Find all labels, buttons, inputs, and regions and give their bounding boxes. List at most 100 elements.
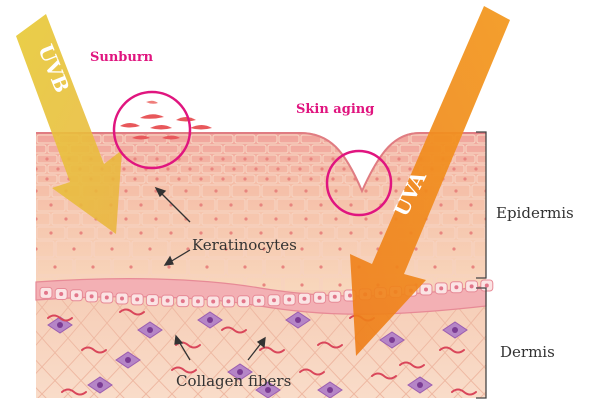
cell-nucleus bbox=[463, 157, 466, 160]
cell-nucleus bbox=[281, 265, 284, 268]
basal-nucleus bbox=[287, 298, 291, 302]
cell-nucleus bbox=[229, 203, 232, 206]
sunburn-label: Sunburn bbox=[90, 50, 154, 65]
fibroblast-nucleus bbox=[417, 382, 423, 388]
cell-nucleus bbox=[199, 231, 202, 234]
cell-nucleus bbox=[298, 167, 301, 170]
cell-nucleus bbox=[353, 157, 356, 160]
cell-nucleus bbox=[188, 167, 191, 170]
cell-nucleus bbox=[300, 247, 303, 250]
cell-nucleus bbox=[49, 203, 52, 206]
cell-nucleus bbox=[45, 177, 48, 180]
cell-nucleus bbox=[349, 231, 352, 234]
cell-nucleus bbox=[309, 157, 312, 160]
cell-nucleus bbox=[214, 217, 217, 220]
basal-nucleus bbox=[166, 299, 170, 303]
basal-nucleus bbox=[90, 294, 94, 298]
cell-nucleus bbox=[287, 157, 290, 160]
basal-nucleus bbox=[272, 298, 276, 302]
cell-nucleus bbox=[199, 157, 202, 160]
cell-nucleus bbox=[338, 247, 341, 250]
fibroblast-nucleus bbox=[97, 382, 103, 388]
cell-nucleus bbox=[124, 189, 127, 192]
fibroblast-nucleus bbox=[295, 317, 301, 323]
cell-nucleus bbox=[129, 265, 132, 268]
cell-nucleus bbox=[56, 167, 59, 170]
cell-nucleus bbox=[320, 167, 323, 170]
basal-nucleus bbox=[120, 296, 124, 300]
cell-nucleus bbox=[490, 247, 493, 250]
cell-nucleus bbox=[221, 157, 224, 160]
cell-nucleus bbox=[169, 231, 172, 234]
basal-nucleus bbox=[196, 299, 200, 303]
cell-nucleus bbox=[276, 167, 279, 170]
cell-nucleus bbox=[34, 217, 37, 220]
skin-aging-label: Skin aging bbox=[296, 102, 374, 117]
basal-nucleus bbox=[424, 287, 428, 291]
cell-nucleus bbox=[184, 189, 187, 192]
cell-nucleus bbox=[210, 167, 213, 170]
basal-nucleus bbox=[318, 296, 322, 300]
collagen-fiber bbox=[582, 300, 595, 400]
cell-nucleus bbox=[274, 189, 277, 192]
cell-nucleus bbox=[139, 203, 142, 206]
cell-nucleus bbox=[148, 247, 151, 250]
cell-nucleus bbox=[259, 231, 262, 234]
basal-nucleus bbox=[105, 295, 109, 299]
cell-nucleus bbox=[232, 167, 235, 170]
fibroblast-nucleus bbox=[207, 317, 213, 323]
cell-nucleus bbox=[397, 157, 400, 160]
collagen-fiber bbox=[556, 300, 595, 400]
basal-nucleus bbox=[439, 286, 443, 290]
cell-nucleus bbox=[122, 167, 125, 170]
cell-nucleus bbox=[364, 167, 367, 170]
cell-nucleus bbox=[79, 231, 82, 234]
basal-nucleus bbox=[242, 299, 246, 303]
cell-nucleus bbox=[452, 167, 455, 170]
cell-nucleus bbox=[265, 157, 268, 160]
basal-nucleus bbox=[454, 285, 458, 289]
cell-nucleus bbox=[289, 203, 292, 206]
cell-nucleus bbox=[243, 265, 246, 268]
cell-nucleus bbox=[375, 177, 378, 180]
cell-nucleus bbox=[214, 189, 217, 192]
cell-nucleus bbox=[72, 247, 75, 250]
cell-nucleus bbox=[349, 203, 352, 206]
keratinocytes-label: Keratinocytes bbox=[192, 236, 297, 254]
basal-nucleus bbox=[302, 297, 306, 301]
cell-nucleus bbox=[287, 177, 290, 180]
basal-nucleus bbox=[226, 299, 230, 303]
cell-nucleus bbox=[155, 177, 158, 180]
basal-nucleus bbox=[348, 294, 352, 298]
cell-nucleus bbox=[155, 157, 158, 160]
cell-nucleus bbox=[274, 217, 277, 220]
cell-nucleus bbox=[45, 157, 48, 160]
cell-nucleus bbox=[364, 217, 367, 220]
fibroblast-nucleus bbox=[147, 327, 153, 333]
cell-nucleus bbox=[334, 217, 337, 220]
fibroblast-nucleus bbox=[389, 337, 395, 343]
cell-nucleus bbox=[110, 247, 113, 250]
basal-nucleus bbox=[211, 299, 215, 303]
cell-nucleus bbox=[364, 189, 367, 192]
cell-nucleus bbox=[454, 217, 457, 220]
cell-nucleus bbox=[262, 283, 265, 286]
cell-nucleus bbox=[439, 203, 442, 206]
cell-nucleus bbox=[243, 157, 246, 160]
collagen-fiber bbox=[556, 300, 595, 400]
cell-nucleus bbox=[133, 177, 136, 180]
cell-nucleus bbox=[469, 203, 472, 206]
cell-nucleus bbox=[244, 189, 247, 192]
cell-nucleus bbox=[452, 247, 455, 250]
fibroblast-nucleus bbox=[452, 327, 458, 333]
cell-nucleus bbox=[259, 203, 262, 206]
cell-nucleus bbox=[439, 231, 442, 234]
basal-nucleus bbox=[181, 299, 185, 303]
cell-nucleus bbox=[34, 247, 37, 250]
fibroblast-nucleus bbox=[125, 357, 131, 363]
keratinocyte-cell bbox=[345, 135, 365, 143]
cell-nucleus bbox=[133, 157, 136, 160]
cell-nucleus bbox=[139, 231, 142, 234]
cell-nucleus bbox=[331, 177, 334, 180]
